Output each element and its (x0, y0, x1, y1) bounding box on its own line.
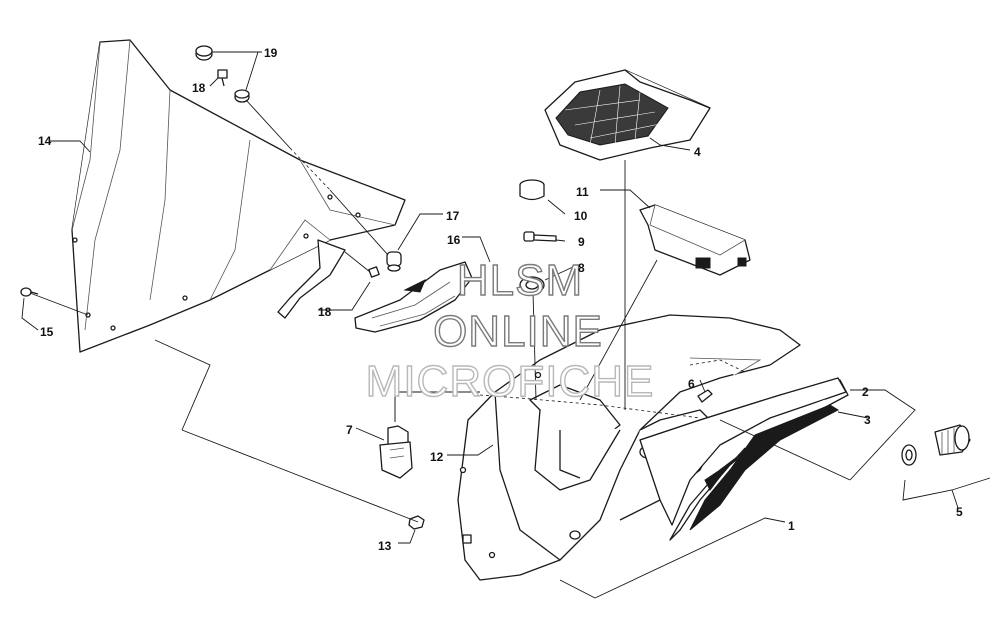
switch-part-7 (379, 425, 413, 479)
fastener-part-15 (20, 287, 39, 297)
callout-1: 1 (788, 519, 795, 533)
callout-2: 2 (862, 385, 869, 399)
screw-part-18-upper (217, 69, 228, 87)
headlight-part-16 (354, 261, 473, 333)
grommet-part-19 (195, 45, 250, 103)
callout-18-upper: 18 (192, 81, 206, 95)
screw-part-18-lower (368, 266, 380, 278)
callout-16: 16 (447, 233, 461, 247)
callout-15: 15 (40, 325, 54, 339)
callout-13: 13 (378, 539, 392, 553)
callout-14: 14 (38, 134, 52, 148)
power-outlet-part-5 (901, 424, 971, 466)
callout-4: 4 (694, 145, 701, 159)
hood-part-1 (457, 314, 801, 581)
watermark-line-1: HLSM (457, 256, 583, 305)
callout-5: 5 (956, 505, 963, 519)
nut-part-8 (519, 276, 545, 294)
nut-part-13 (408, 515, 425, 530)
bulb-socket-part-17 (386, 251, 402, 272)
callout-19: 19 (264, 46, 278, 60)
windshield-part-14 (71, 39, 406, 353)
callout-11: 11 (576, 185, 589, 199)
watermark: HLSM ONLINE MICROFICHE (365, 255, 655, 406)
callout-17: 17 (446, 209, 460, 223)
display-module-part-11 (639, 204, 751, 276)
key-part-9 (523, 231, 557, 242)
cap-part-10 (519, 179, 545, 201)
callout-12: 12 (430, 450, 444, 464)
callout-6: 6 (688, 377, 695, 391)
storage-tray-part-4 (544, 69, 711, 161)
callout-7: 7 (346, 423, 353, 437)
watermark-line-3: MICROFICHE (366, 357, 655, 406)
callout-labels: 1 2 3 4 5 6 7 8 9 10 11 12 13 14 15 16 1… (38, 46, 963, 553)
callout-18-lower: 18 (318, 305, 332, 319)
decal-part-3 (689, 399, 840, 531)
callout-8: 8 (578, 261, 585, 275)
callout-10: 10 (574, 209, 588, 223)
callout-9: 9 (578, 235, 585, 249)
leader-lines (21, 51, 991, 599)
watermark-line-2: ONLINE (433, 307, 603, 356)
callout-3: 3 (864, 413, 871, 427)
